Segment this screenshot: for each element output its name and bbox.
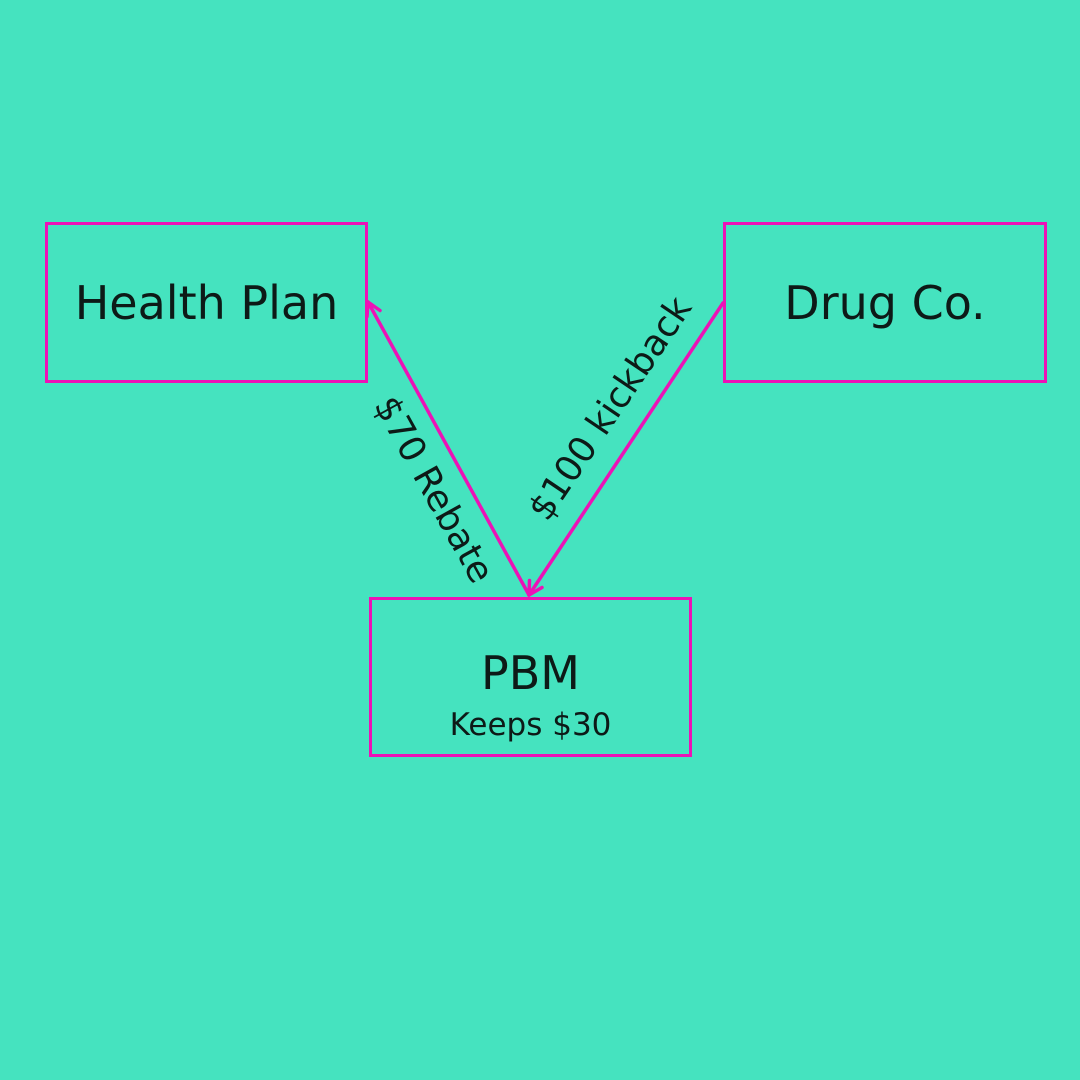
- drug-co-node: Drug Co.: [723, 222, 1047, 383]
- health-plan-title: Health Plan: [74, 275, 339, 330]
- kickback-arrow-line: [527, 301, 725, 597]
- pbm-node: PBM Keeps $30: [369, 597, 692, 757]
- pbm-title: PBM: [481, 646, 580, 700]
- drug-co-title: Drug Co.: [784, 275, 986, 330]
- pbm-subtitle: Keeps $30: [449, 707, 612, 743]
- health-plan-node: Health Plan: [45, 222, 368, 383]
- rebate-arrow-line: [366, 300, 531, 597]
